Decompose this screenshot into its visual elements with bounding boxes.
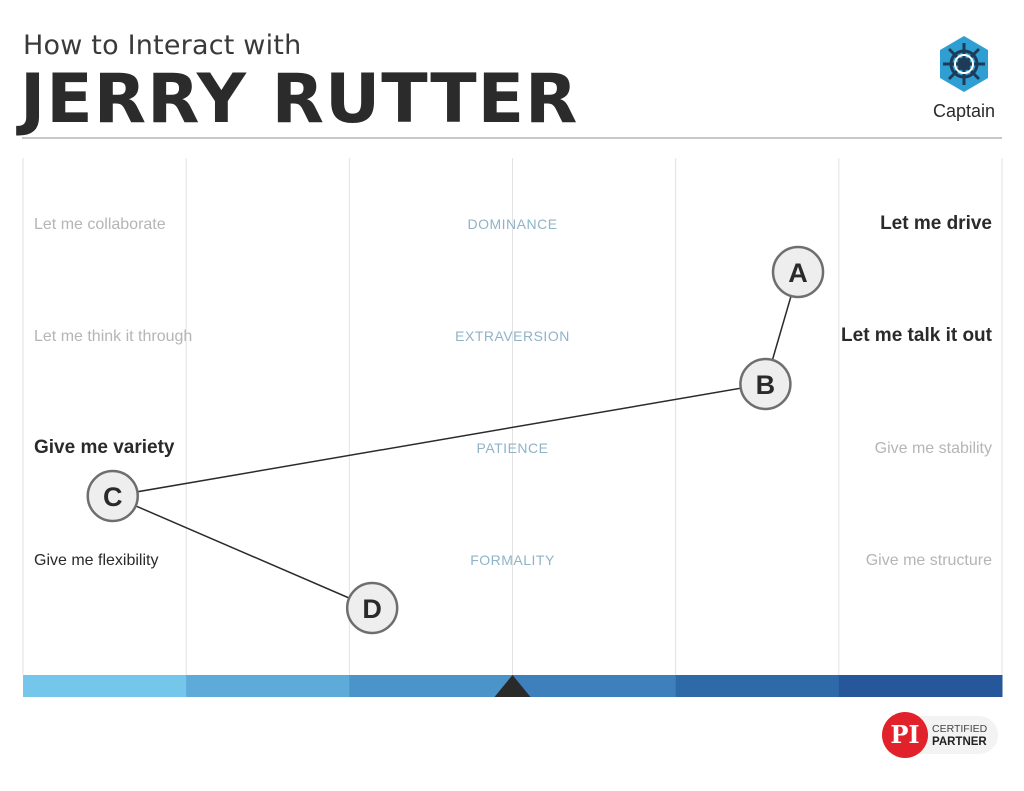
factor-label: EXTRAVERSION xyxy=(455,328,570,344)
scale-band-segment xyxy=(838,675,1003,697)
factor-right-text: Give me stability xyxy=(875,440,992,457)
scale-band-segment xyxy=(23,675,187,697)
data-point-label: D xyxy=(362,594,382,624)
scale-band-segment xyxy=(512,675,677,697)
pi-logo-line2: PARTNER xyxy=(932,736,987,748)
pi-logo-letters: PI xyxy=(890,720,919,749)
factor-right-text: Let me drive xyxy=(880,213,992,234)
data-point-a xyxy=(771,245,825,299)
scale-band-segment xyxy=(349,675,513,697)
badge-label: Captain xyxy=(932,101,996,121)
pi-logo-circle xyxy=(882,712,928,758)
person-name: JERRY RUTTER xyxy=(20,60,579,139)
connector-line xyxy=(112,383,766,497)
factor-right-text: Give me structure xyxy=(866,552,992,569)
data-point-b xyxy=(739,357,792,411)
factor-right-text: Let me talk it out xyxy=(841,325,993,346)
data-point-label: C xyxy=(103,482,123,512)
header-divider xyxy=(22,137,1002,139)
profile-badge: Captain xyxy=(926,34,1002,122)
center-marker xyxy=(494,675,531,697)
scale-band-segment xyxy=(675,675,840,697)
factor-left-text: Let me think it through xyxy=(34,328,192,345)
factor-label: DOMINANCE xyxy=(467,216,557,232)
ship-wheel-icon xyxy=(940,36,988,92)
connector-line xyxy=(112,495,373,609)
factor-left-text: Give me flexibility xyxy=(34,552,158,569)
data-point-c xyxy=(86,469,139,523)
data-point-label: A xyxy=(788,258,808,288)
data-point-d xyxy=(345,581,399,635)
header-subtitle: How to Interact with xyxy=(23,30,302,61)
factor-label: PATIENCE xyxy=(477,440,549,456)
certified-partner-logo: PI CERTIFIED PARTNER xyxy=(882,712,998,758)
factor-left-text: Give me variety xyxy=(34,437,175,458)
pi-logo-line1: CERTIFIED xyxy=(932,723,988,735)
factor-label: FORMALITY xyxy=(470,552,555,568)
factor-left-text: Let me collaborate xyxy=(34,216,166,233)
data-point-label: B xyxy=(756,370,776,400)
scale-band-segment xyxy=(186,675,350,697)
